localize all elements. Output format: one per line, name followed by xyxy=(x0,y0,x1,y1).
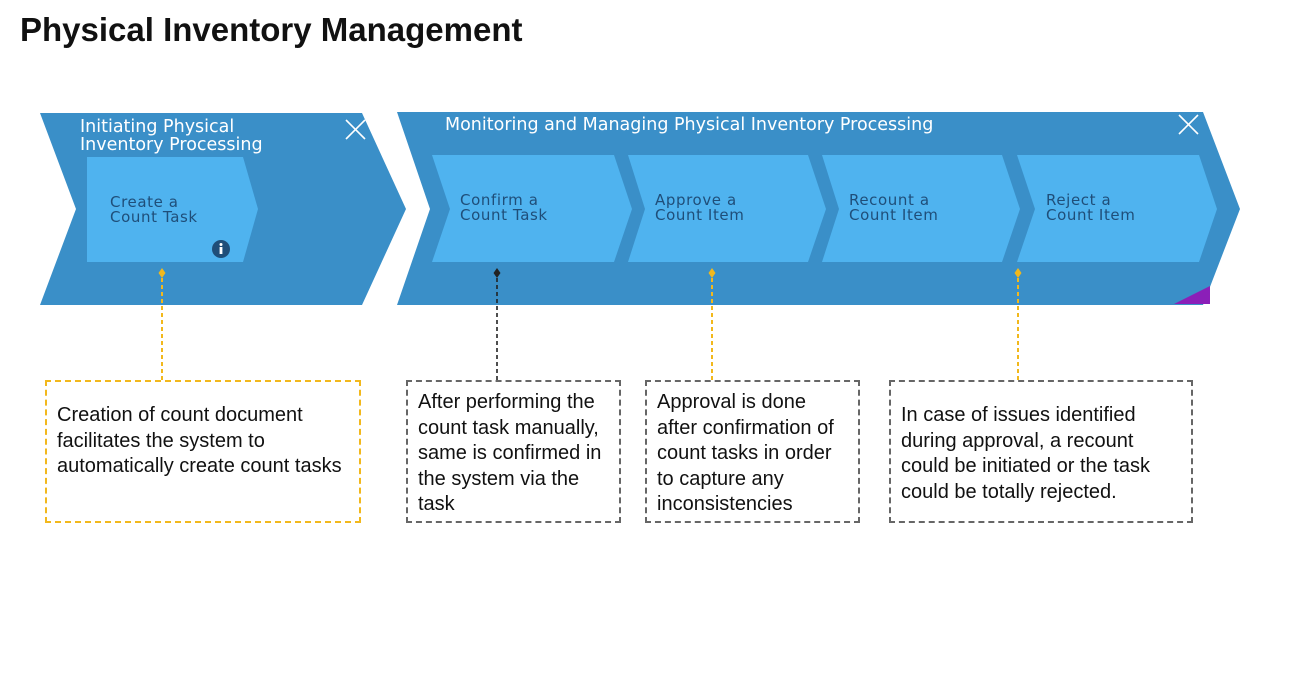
step-approve-count-item[interactable] xyxy=(628,155,826,262)
step-confirm-count-task-line2: Count Task xyxy=(460,206,548,224)
note-recount-reject: In case of issues identified during appr… xyxy=(889,380,1193,523)
phase-initiating-title-line1: Initiating Physical xyxy=(80,117,234,137)
info-icon[interactable] xyxy=(212,240,230,258)
connector-confirm-count-task xyxy=(493,268,501,380)
page-title: Physical Inventory Management xyxy=(20,11,523,48)
phase-initiating-close-icon[interactable] xyxy=(345,119,366,140)
step-approve-count-item-line1: Approve a xyxy=(655,191,737,209)
note-approve-count-item: Approval is done after confirmation of c… xyxy=(645,380,860,523)
phase-initiating-title-line2: Inventory Processing xyxy=(80,135,263,155)
step-confirm-count-task[interactable] xyxy=(432,155,632,262)
step-reject-count-item-line1: Reject a xyxy=(1046,191,1111,209)
step-reject-count-item-line2: Count Item xyxy=(1046,206,1135,224)
step-confirm-count-task-line1: Confirm a xyxy=(460,191,538,209)
step-recount-count-item[interactable] xyxy=(822,155,1020,262)
connector-recount-reject xyxy=(1014,268,1022,380)
step-create-count-task-line1: Create a xyxy=(110,193,179,211)
connector-approve-count-item xyxy=(708,268,716,380)
step-reject-count-item[interactable] xyxy=(1017,155,1217,262)
step-recount-count-item-line2: Count Item xyxy=(849,206,938,224)
corner-accent xyxy=(1174,286,1210,304)
note-create-count-task: Creation of count document facilitates t… xyxy=(45,380,361,523)
step-recount-count-item-line1: Recount a xyxy=(849,191,930,209)
step-create-count-task-line2: Count Task xyxy=(110,208,198,226)
phase-monitoring-title: Monitoring and Managing Physical Invento… xyxy=(445,115,933,135)
step-approve-count-item-line2: Count Item xyxy=(655,206,744,224)
phase-monitoring-close-icon[interactable] xyxy=(1178,114,1199,135)
connector-create-count-task xyxy=(158,268,166,380)
note-confirm-count-task: After performing the count task manually… xyxy=(406,380,621,523)
step-create-count-task[interactable] xyxy=(87,157,258,262)
